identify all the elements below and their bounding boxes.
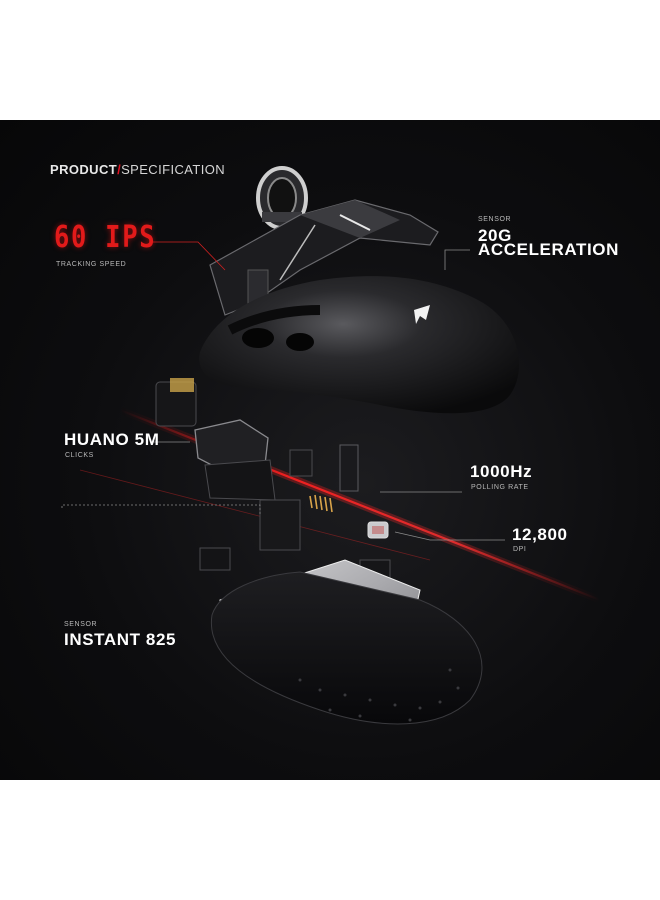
page-title: PRODUCT/SPECIFICATION bbox=[50, 162, 225, 177]
mouse-shell bbox=[199, 276, 520, 414]
acceleration-value: 20G bbox=[478, 226, 512, 245]
spring-part bbox=[309, 494, 333, 513]
exploded-mouse-illustration bbox=[61, 166, 602, 725]
callout-lines bbox=[61, 241, 505, 541]
dpi-label: DPI bbox=[513, 546, 527, 553]
product-spec-panel: PRODUCT/SPECIFICATION 60 IPS TRACKING SP… bbox=[0, 120, 660, 780]
scroll-wheel-part bbox=[256, 166, 308, 230]
sensor-value: INSTANT 825 bbox=[64, 630, 177, 649]
top-shell-part bbox=[209, 199, 439, 316]
clicks-value: HUANO 5M bbox=[64, 430, 160, 449]
sensor-category: SENSOR bbox=[64, 621, 98, 628]
lens-part bbox=[367, 521, 389, 539]
polling-rate-label: POLLING RATE bbox=[471, 484, 529, 491]
tracking-speed-label: TRACKING SPEED bbox=[56, 261, 127, 268]
brand-logo-icon bbox=[414, 305, 430, 324]
tracking-speed-value: 60 IPS bbox=[54, 220, 157, 255]
acceleration-label: ACCELERATION bbox=[478, 240, 619, 259]
acceleration-category: SENSOR bbox=[478, 216, 512, 223]
clicks-label: CLICKS bbox=[65, 452, 94, 459]
side-switch-part bbox=[155, 378, 197, 427]
title-slash: / bbox=[117, 162, 122, 177]
polling-rate-value: 1000Hz bbox=[470, 462, 533, 481]
title-product: PRODUCT bbox=[50, 162, 118, 177]
base-shell-part bbox=[210, 571, 483, 725]
dpi-value: 12,800 bbox=[512, 525, 568, 544]
title-specification: SPECIFICATION bbox=[121, 162, 226, 177]
button-block-part bbox=[194, 419, 359, 501]
